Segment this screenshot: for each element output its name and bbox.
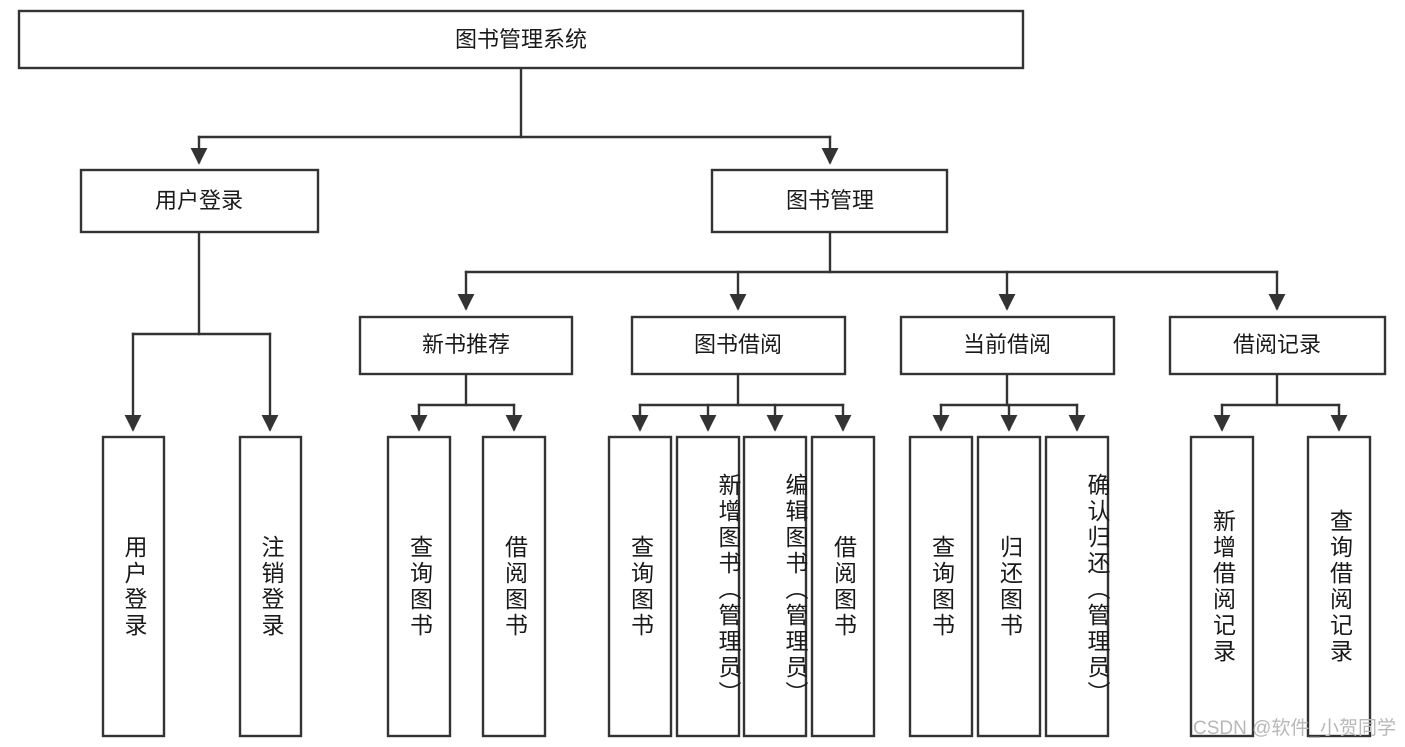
leaf-box-new-book-1[interactable] — [386, 435, 452, 738]
node-root-label: 图书管理系统 — [455, 27, 587, 52]
leaf-box-borrow-1[interactable] — [607, 435, 673, 738]
node-book-borrow-box[interactable] — [630, 315, 847, 376]
node-current-borrow[interactable]: 当前借阅 — [899, 315, 1116, 376]
node-root-box[interactable] — [17, 9, 1025, 70]
connector-group-borrow — [631, 372, 852, 432]
leaf-box-user-login-1[interactable] — [101, 435, 166, 738]
leaf-box-borrow-2[interactable] — [675, 435, 741, 738]
node-borrow-record-box[interactable] — [1168, 315, 1387, 376]
connector-group-current — [932, 372, 1086, 432]
leaf-box-record-1[interactable] — [1189, 435, 1255, 738]
node-new-book-recommend-box[interactable] — [358, 315, 574, 376]
leaf-box-current-2[interactable] — [976, 435, 1042, 738]
connector-group-new-book — [410, 372, 523, 432]
node-new-book-recommend[interactable]: 新书推荐 — [358, 315, 574, 376]
node-user-login-box[interactable] — [79, 168, 320, 234]
node-book-borrow-label: 图书借阅 — [694, 332, 782, 357]
watermark-label: CSDN @软件_小贺同学 — [1193, 717, 1396, 739]
node-user-login-label: 用户登录 — [155, 188, 243, 213]
node-book-management-label: 图书管理 — [786, 188, 874, 213]
node-book-management-box[interactable] — [710, 168, 949, 234]
leaf-box-borrow-3[interactable] — [742, 435, 808, 738]
node-user-login[interactable]: 用户登录 — [79, 168, 320, 234]
leaf-box-current-3[interactable] — [1044, 435, 1110, 738]
node-current-borrow-label: 当前借阅 — [963, 332, 1051, 357]
node-book-borrow[interactable]: 图书借阅 — [630, 315, 847, 376]
leaf-box-record-2[interactable] — [1306, 435, 1372, 738]
node-current-borrow-box[interactable] — [899, 315, 1116, 376]
leaf-box-user-login-2[interactable] — [238, 435, 303, 738]
connector-group-user-login — [124, 230, 279, 432]
node-borrow-record[interactable]: 借阅记录 — [1168, 315, 1387, 376]
node-book-management[interactable]: 图书管理 — [710, 168, 949, 234]
connector-group-book-mgmt — [457, 230, 1286, 311]
leaf-box-current-1[interactable] — [908, 435, 974, 738]
connector-group-root — [190, 66, 839, 165]
node-borrow-record-label: 借阅记录 — [1233, 332, 1321, 357]
node-root[interactable]: 图书管理系统 — [17, 9, 1025, 70]
node-new-book-recommend-label: 新书推荐 — [422, 332, 510, 357]
connector-group-record — [1213, 372, 1348, 432]
leaf-box-new-book-2[interactable] — [481, 435, 547, 738]
leaf-box-borrow-4[interactable] — [810, 435, 876, 738]
